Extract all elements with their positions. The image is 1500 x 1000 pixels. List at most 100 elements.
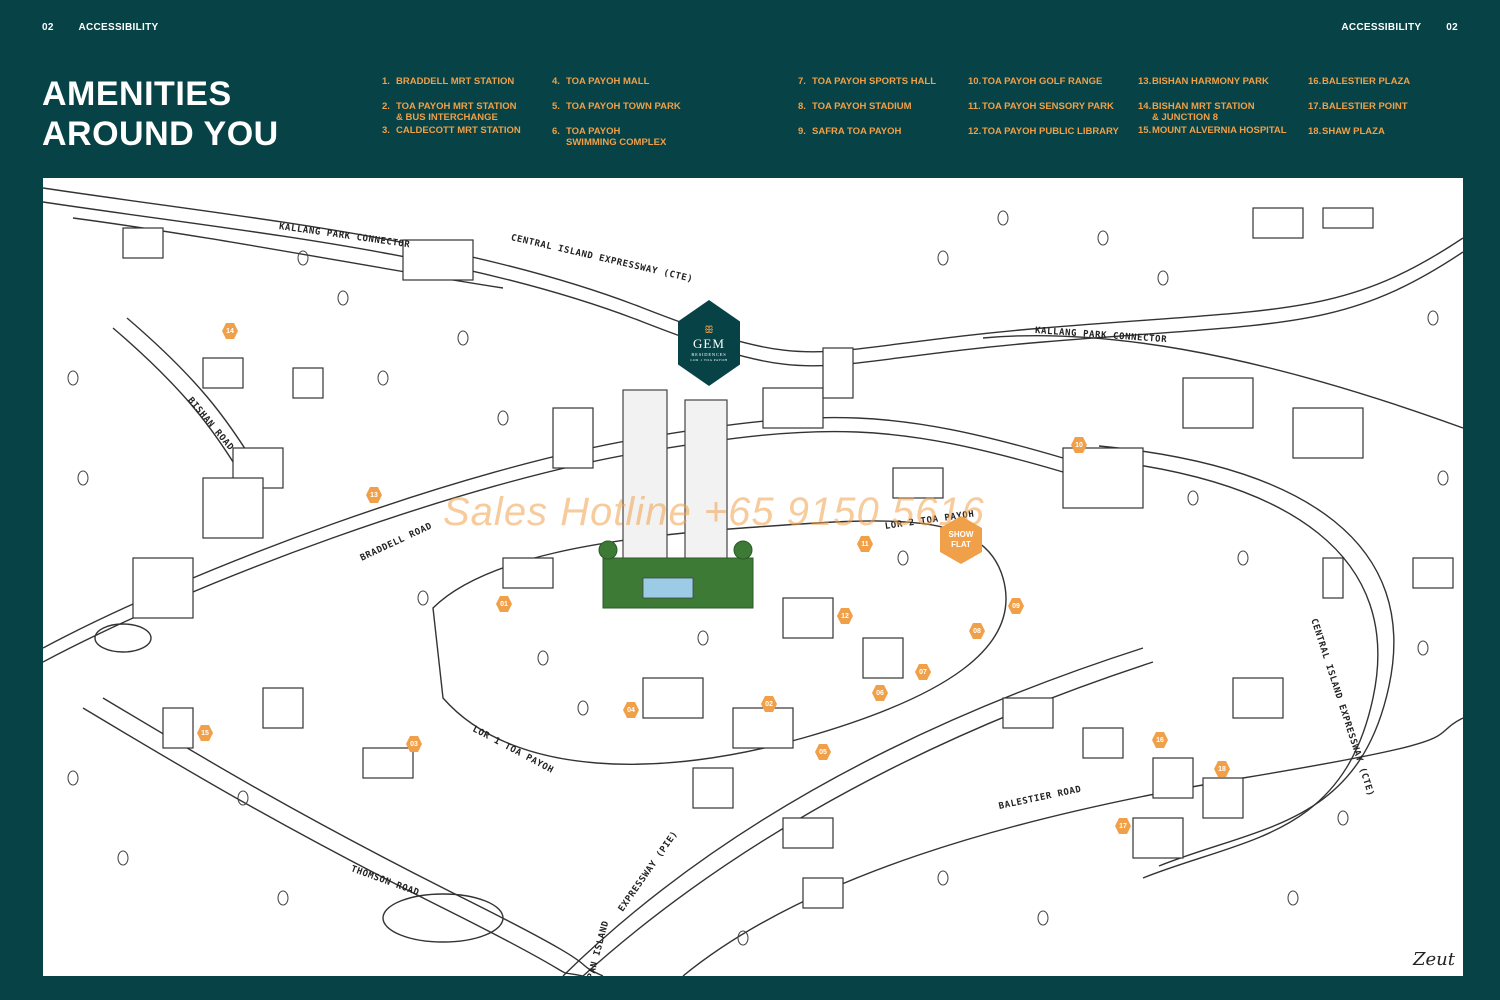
amenity-marker-01[interactable]: 01 [496,596,512,612]
amenity-marker-11[interactable]: 11 [857,536,873,552]
legend-column-4: 10.TOA PAYOH GOLF RANGE 11.TOA PAYOH SEN… [968,76,1119,151]
road-cte-east [1082,457,1379,879]
building [1412,557,1454,589]
legend-item: 18.SHAW PLAZA [1308,126,1385,137]
amenities-legend: 1.BRADDELL MRT STATION 2.TOA PAYOH MRT S… [382,76,1472,166]
legend-item: 12.TOA PAYOH PUBLIC LIBRARY [968,126,1119,137]
tree [937,870,949,886]
tree [1427,310,1439,326]
amenity-marker-13[interactable]: 13 [366,487,382,503]
amenity-marker-09[interactable]: 09 [1008,598,1024,614]
building [642,677,704,719]
development-pool [642,577,694,599]
artist-signature: Zeut [1413,949,1455,970]
tree [737,930,749,946]
tree [1237,550,1249,566]
building [862,637,904,679]
legend-item: 2.TOA PAYOH MRT STATION & BUS INTERCHANG… [382,101,517,123]
amenity-marker-02[interactable]: 02 [761,696,777,712]
legend-item: 17.BALESTIER POINT [1308,101,1408,112]
amenity-marker-10[interactable]: 10 [1071,437,1087,453]
road-thomson [102,697,604,976]
building [202,357,244,389]
road-pie [562,647,1144,976]
legend-item: 5.TOA PAYOH TOWN PARK [552,101,681,112]
building [782,597,834,639]
road-cte-north-edge [43,201,1463,367]
building [362,747,414,779]
building [122,227,164,259]
tree [337,290,349,306]
legend-item: 3.CALDECOTT MRT STATION [382,125,521,136]
legend-item: 11.TOA PAYOH SENSORY PARK [968,101,1114,112]
tree [237,790,249,806]
building [1322,207,1374,229]
amenity-marker-03[interactable]: 03 [406,736,422,752]
amenity-marker-18[interactable]: 18 [1214,761,1230,777]
building [782,817,834,849]
tree [577,700,589,716]
tower-west [622,389,668,581]
tree [417,590,429,606]
tree [537,650,549,666]
amenity-marker-16[interactable]: 16 [1152,732,1168,748]
page-header-right: ACCESSIBILITY 02 [1341,22,1458,33]
amenity-marker-07[interactable]: 07 [915,664,931,680]
legend-item: 14.BISHAN MRT STATION & JUNCTION 8 [1138,101,1255,123]
section-label: ACCESSIBILITY [78,22,159,33]
legend-column-1: 1.BRADDELL MRT STATION 2.TOA PAYOH MRT S… [382,76,521,150]
legend-item: 15.MOUNT ALVERNIA HOSPITAL [1138,125,1287,136]
tree [598,540,618,560]
map-drawing [43,187,1463,976]
tree [997,210,1009,226]
building [502,557,554,589]
building [892,467,944,499]
amenity-marker-17[interactable]: 17 [1115,818,1131,834]
amenity-marker-08[interactable]: 08 [969,623,985,639]
building [1082,727,1124,759]
road-cte-east-edge [1098,445,1395,867]
amenity-marker-12[interactable]: 12 [837,608,853,624]
road-kpc-east [982,334,1463,429]
legend-item: 6.TOA PAYOH SWIMMING COMPLEX [552,126,667,148]
page-number: 02 [1446,22,1458,33]
stadium-track [382,893,504,943]
show-flat-marker[interactable]: SHOW FLAT [940,516,982,564]
amenity-marker-14[interactable]: 14 [222,323,238,339]
amenity-marker-05[interactable]: 05 [815,744,831,760]
page-number: 02 [42,22,54,33]
legend-item: 7.TOA PAYOH SPORTS HALL [798,76,937,87]
development-subtitle: RESIDENCES [691,351,727,357]
sales-hotline-watermark: Sales Hotline +65 9150 5616 [443,490,985,534]
building [202,477,264,539]
tree [117,850,129,866]
development-logo-mark: ꕥ [704,324,714,336]
road-braddell [43,416,1064,649]
building [1322,557,1344,599]
section-label: ACCESSIBILITY [1341,22,1422,33]
amenity-marker-04[interactable]: 04 [623,702,639,718]
amenity-marker-15[interactable]: 15 [197,725,213,741]
tree [457,330,469,346]
tree [77,470,89,486]
building [1132,817,1184,859]
legend-column-6: 16.BALESTIER PLAZA 17.BALESTIER POINT 18… [1308,76,1410,151]
building [162,707,194,749]
road-cte-north [43,187,1463,353]
amenity-marker-06[interactable]: 06 [872,685,888,701]
road-braddell-edge [43,430,1064,663]
tree [277,890,289,906]
building [292,367,324,399]
tree [1157,270,1169,286]
tree [1337,810,1349,826]
building [132,557,194,619]
legend-item: 1.BRADDELL MRT STATION [382,76,515,87]
page-title: AMENITIES AROUND YOU [42,74,279,154]
tree [937,250,949,266]
building [732,707,794,749]
amenities-map[interactable]: KALLANG PARK CONNECTOR CENTRAL ISLAND EX… [43,178,1463,976]
road-bishan-edge [126,317,258,469]
tree [1187,490,1199,506]
tree [67,770,79,786]
building [262,687,304,729]
